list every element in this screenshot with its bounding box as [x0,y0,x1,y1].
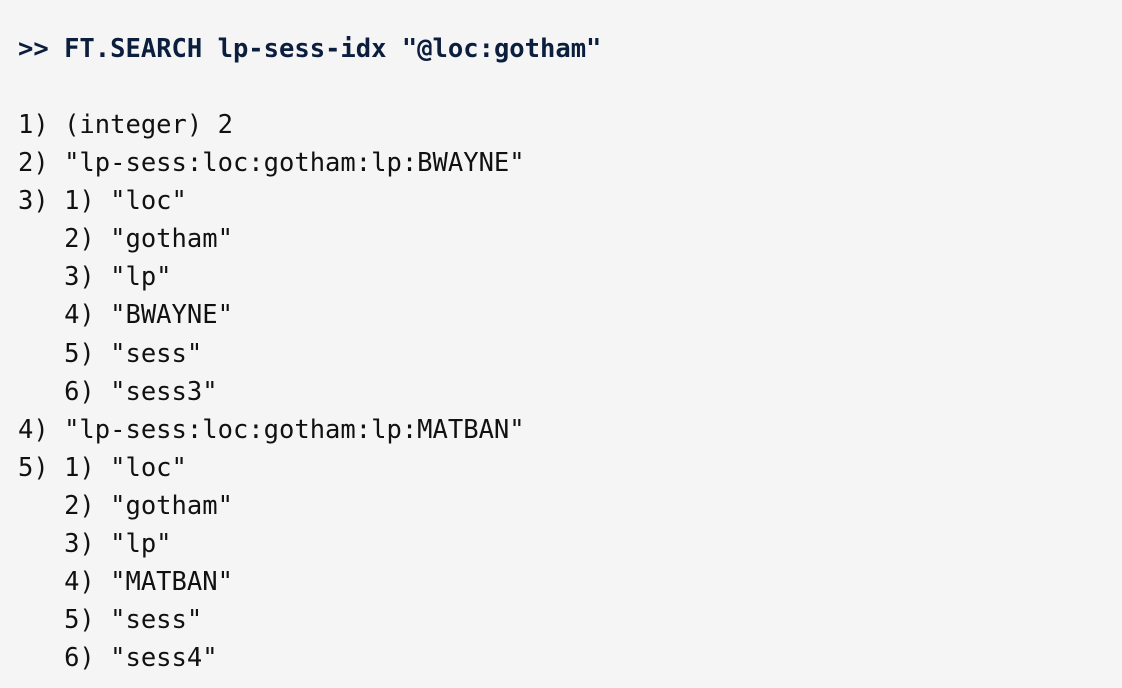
result-index: 2) [18,148,65,179]
result-index [18,296,64,334]
result-value: 1) "loc" [64,186,187,217]
result-index [18,373,64,411]
result-line: 3) "lp" [18,258,1122,296]
result-line: 6) "sess4" [18,639,1122,677]
result-line: 5) 1) "loc" [18,449,1122,487]
result-value: 4) "BWAYNE" [64,300,233,331]
result-index [18,258,64,296]
result-line: 1) (integer) 2 [18,106,1122,144]
result-value: 2) "gotham" [64,224,233,255]
result-index [18,487,64,525]
result-index [18,601,64,639]
result-index [18,525,64,563]
result-line: 2) "gotham" [18,220,1122,258]
result-index: 3) [18,186,65,217]
result-line: 2) "gotham" [18,487,1122,525]
result-line: 4) "BWAYNE" [18,296,1122,334]
result-line: 2) "lp-sess:loc:gotham:lp:BWAYNE" [18,144,1122,182]
result-value: "lp-sess:loc:gotham:lp:MATBAN" [64,414,525,445]
result-value: 6) "sess4" [64,643,218,674]
result-value: (integer) 2 [64,110,233,140]
result-line: 5) "sess" [18,335,1122,373]
result-line: 4) "lp-sess:loc:gotham:lp:MATBAN" [18,411,1122,449]
result-index: 4) [18,414,65,445]
result-value: 1) "loc" [64,452,187,483]
result-index: 5) [18,452,65,483]
result-index [18,639,64,677]
result-value: 3) "lp" [64,529,172,560]
result-value: 3) "lp" [64,262,172,293]
result-index [18,563,64,601]
blank-line [18,68,1122,106]
command-text: FT.SEARCH lp-sess-idx "@loc:gotham" [64,34,602,64]
result-index: 1) [18,110,65,140]
result-index [18,335,64,373]
result-line: 5) "sess" [18,601,1122,639]
result-line: 4) "MATBAN" [18,563,1122,601]
result-value: 2) "gotham" [64,490,233,521]
result-line: 6) "sess3" [18,373,1122,411]
result-value: 5) "sess" [64,338,203,369]
result-index [18,220,64,258]
result-value: 6) "sess3" [64,376,218,407]
result-value: 4) "MATBAN" [64,567,233,598]
result-list: 1) (integer) 2 2) "lp-sess:loc:gotham:lp… [18,106,1122,677]
command-line: >> FT.SEARCH lp-sess-idx "@loc:gotham" [18,30,1122,68]
result-line: 3) "lp" [18,525,1122,563]
result-value: "lp-sess:loc:gotham:lp:BWAYNE" [64,148,525,179]
result-value: 5) "sess" [64,605,203,636]
prompt: >> [18,34,49,64]
result-line: 3) 1) "loc" [18,182,1122,220]
